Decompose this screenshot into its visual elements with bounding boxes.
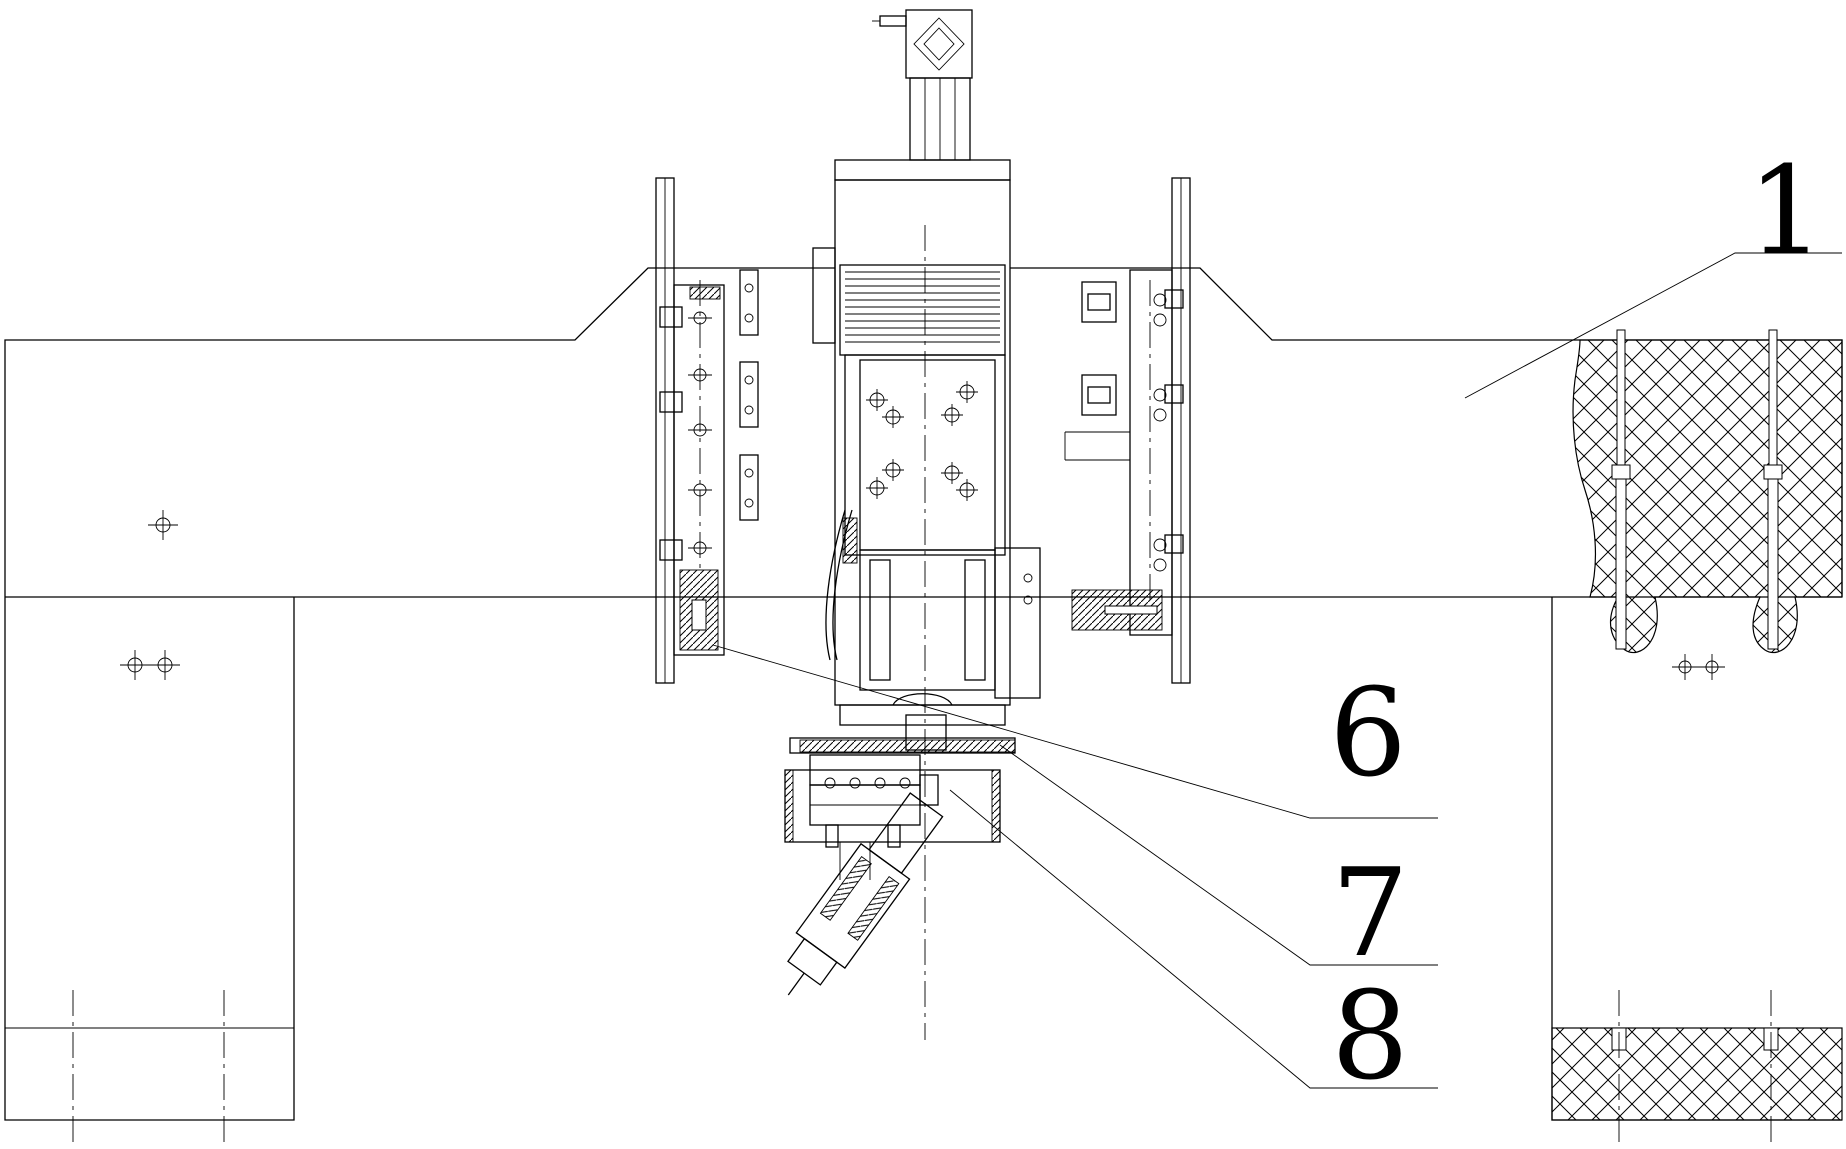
bolt-markers: [688, 311, 712, 555]
rotary-flange: [789, 693, 1016, 754]
callout-1: 1: [1747, 140, 1825, 282]
hole-marker: [120, 650, 180, 680]
spindle-housing: [812, 159, 1041, 706]
main-frame: [4, 267, 1843, 1148]
right-upper-section-block: [1572, 329, 1843, 654]
callout-6: 6: [1329, 662, 1407, 804]
mounting-bolts: [866, 381, 978, 501]
right-carriage: [1064, 177, 1191, 684]
hole-markers: [120, 510, 1725, 680]
right-lower-section-block: [1551, 990, 1843, 1148]
angled-tool-head: [787, 792, 944, 996]
leader-lines: [712, 252, 1842, 1089]
cooling-fins: [845, 271, 1000, 343]
left-carriage: [655, 177, 759, 684]
hole-marker: [1672, 654, 1725, 680]
callout-7: 7: [1331, 842, 1409, 984]
motor-unit: [872, 9, 973, 161]
callout-8: 8: [1331, 965, 1409, 1107]
hole-marker: [148, 510, 178, 540]
